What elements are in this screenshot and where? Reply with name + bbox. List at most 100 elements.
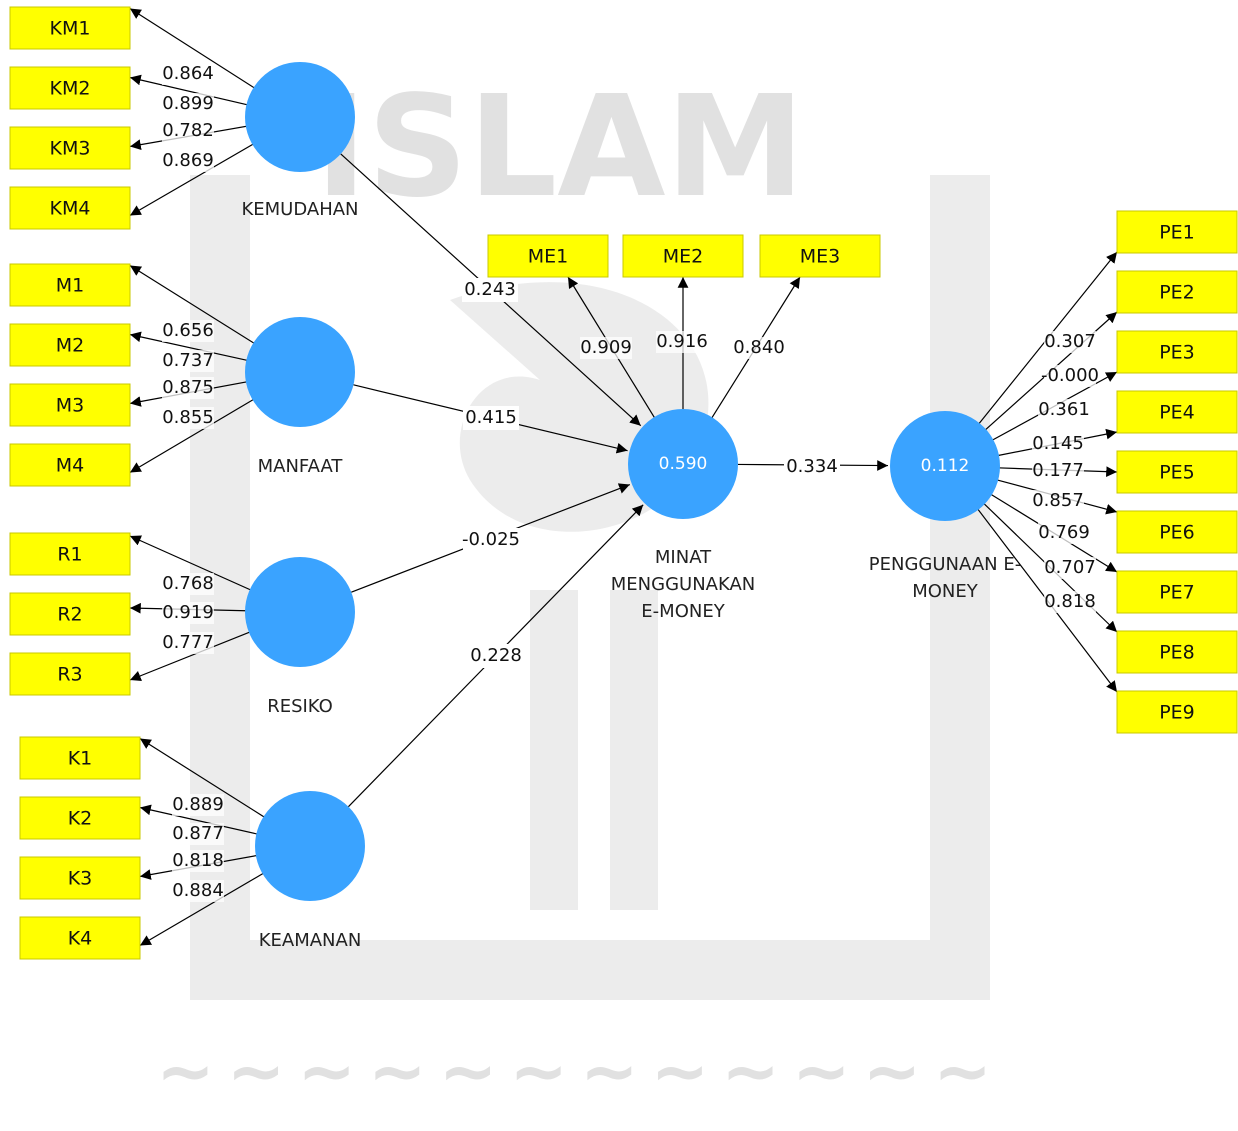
path-coefficient-manfaat-minat: 0.415 bbox=[465, 407, 517, 428]
indicator-box-km2[interactable] bbox=[9, 66, 131, 110]
svg-text:~~~~~~~~~~~~: ~~~~~~~~~~~~ bbox=[156, 1030, 1004, 1112]
loading-value-m1: 0.656 bbox=[162, 320, 214, 341]
loading-value-pe3: 0.361 bbox=[1038, 399, 1090, 420]
loading-value-pe9: 0.818 bbox=[1044, 591, 1096, 612]
indicator-box-km1[interactable] bbox=[9, 6, 131, 50]
svg-text:ISLAM: ISLAM bbox=[315, 66, 805, 229]
loading-label-bg bbox=[1032, 490, 1084, 512]
latent-minat-name: MENGGUNAKAN bbox=[611, 574, 755, 595]
indicator-box-km4[interactable] bbox=[9, 186, 131, 230]
coefficient-labels: 0.8640.8990.7820.8690.6560.7370.8750.855… bbox=[162, 63, 1099, 902]
indicator-box-r2[interactable] bbox=[9, 592, 131, 636]
latent-manfaat-name: MANFAAT bbox=[258, 456, 344, 477]
loading-value-k4: 0.884 bbox=[172, 880, 224, 901]
loading-arrow-m2 bbox=[129, 331, 253, 363]
latent-penggunaan-name: MONEY bbox=[912, 581, 979, 602]
indicator-label-r1: R1 bbox=[57, 544, 82, 566]
path-label-bg bbox=[462, 278, 518, 302]
loading-value-me2: 0.916 bbox=[656, 331, 708, 352]
latent-keamanan-circle[interactable] bbox=[255, 791, 365, 901]
path-coefficient-keamanan-minat: 0.228 bbox=[470, 645, 522, 666]
latent-penggunaan-r2: 0.112 bbox=[921, 456, 970, 476]
indicator-box-pe2[interactable] bbox=[1116, 270, 1238, 314]
loading-label-bg bbox=[162, 93, 214, 115]
latent-penggunaan-circle[interactable] bbox=[890, 411, 1000, 521]
indicator-box-km3[interactable] bbox=[9, 126, 131, 170]
loading-value-pe5: 0.177 bbox=[1032, 460, 1084, 481]
loading-label-bg bbox=[1044, 557, 1096, 579]
path-label-bg bbox=[463, 528, 519, 552]
loading-label-bg bbox=[580, 337, 632, 359]
loading-label-bg bbox=[1044, 365, 1096, 387]
indicator-box-k2[interactable] bbox=[19, 796, 141, 840]
indicator-label-km2: KM2 bbox=[50, 78, 91, 100]
loading-label-bg bbox=[733, 337, 785, 359]
latent-resiko-circle[interactable] bbox=[245, 557, 355, 667]
indicator-label-m1: M1 bbox=[56, 275, 84, 297]
indicator-label-pe3: PE3 bbox=[1159, 342, 1195, 364]
indicator-box-me1[interactable] bbox=[487, 234, 609, 278]
loading-arrow-k1 bbox=[139, 737, 269, 821]
indicator-box-pe3[interactable] bbox=[1116, 330, 1238, 374]
indicator-box-pe8[interactable] bbox=[1116, 630, 1238, 674]
latent-kemudahan-name: KEMUDAHAN bbox=[241, 199, 358, 220]
loading-label-bg bbox=[162, 602, 214, 624]
indicator-box-k1[interactable] bbox=[19, 736, 141, 780]
loading-label-bg bbox=[1044, 331, 1096, 353]
path-coefficient-resiko-minat: -0.025 bbox=[462, 529, 520, 550]
indicator-box-pe9[interactable] bbox=[1116, 690, 1238, 734]
indicator-label-me1: ME1 bbox=[528, 246, 569, 268]
loading-value-k3: 0.818 bbox=[172, 850, 224, 871]
indicator-box-pe1[interactable] bbox=[1116, 210, 1238, 254]
loading-label-bg bbox=[162, 632, 214, 654]
indicator-label-k4: K4 bbox=[68, 928, 93, 950]
latent-minat-circle[interactable] bbox=[628, 409, 738, 519]
loading-value-pe2: -0.000 bbox=[1041, 365, 1099, 386]
loading-value-me3: 0.840 bbox=[733, 337, 785, 358]
indicator-box-r1[interactable] bbox=[9, 532, 131, 576]
indicator-label-pe7: PE7 bbox=[1159, 582, 1195, 604]
indicator-label-m4: M4 bbox=[56, 455, 84, 477]
loading-arrow-m4 bbox=[129, 396, 259, 474]
indicator-box-me3[interactable] bbox=[759, 234, 881, 278]
indicator-label-km4: KM4 bbox=[50, 198, 91, 220]
indicator-box-pe4[interactable] bbox=[1116, 390, 1238, 434]
indicator-box-m3[interactable] bbox=[9, 383, 131, 427]
path-label-bg bbox=[468, 644, 524, 668]
latent-kemudahan-circle[interactable] bbox=[245, 62, 355, 172]
indicator-label-km3: KM3 bbox=[50, 138, 91, 160]
loading-label-bg bbox=[162, 407, 214, 429]
indicator-label-k2: K2 bbox=[68, 808, 93, 830]
indicator-box-m4[interactable] bbox=[9, 443, 131, 487]
loading-value-k2: 0.877 bbox=[172, 823, 224, 844]
indicator-box-pe7[interactable] bbox=[1116, 570, 1238, 614]
indicator-box-me2[interactable] bbox=[622, 234, 744, 278]
indicator-box-k3[interactable] bbox=[19, 856, 141, 900]
indicator-box-m1[interactable] bbox=[9, 263, 131, 307]
indicator-label-r2: R2 bbox=[57, 604, 82, 626]
indicator-box-pe6[interactable] bbox=[1116, 510, 1238, 554]
loading-value-pe6: 0.857 bbox=[1032, 490, 1084, 511]
latent-manfaat-circle[interactable] bbox=[245, 317, 355, 427]
loading-value-km2: 0.899 bbox=[162, 93, 214, 114]
path-coefficient-minat-penggunaan: 0.334 bbox=[786, 456, 838, 477]
loading-value-me1: 0.909 bbox=[580, 337, 632, 358]
path-label-bg bbox=[784, 455, 840, 479]
loading-value-r1: 0.768 bbox=[162, 573, 214, 594]
loading-label-bg bbox=[162, 573, 214, 595]
indicator-label-pe2: PE2 bbox=[1159, 282, 1195, 304]
path-label-bg bbox=[463, 406, 519, 430]
loading-arrow-km2 bbox=[129, 74, 253, 107]
indicator-box-k4[interactable] bbox=[19, 916, 141, 960]
indicator-label-pe6: PE6 bbox=[1159, 522, 1195, 544]
indicator-box-r3[interactable] bbox=[9, 652, 131, 696]
loading-arrow-k2 bbox=[139, 804, 263, 836]
loading-value-pe7: 0.769 bbox=[1038, 522, 1090, 543]
indicator-box-pe5[interactable] bbox=[1116, 450, 1238, 494]
loading-value-m3: 0.875 bbox=[162, 377, 214, 398]
indicator-box-m2[interactable] bbox=[9, 323, 131, 367]
indicator-label-me2: ME2 bbox=[663, 246, 704, 268]
indicator-label-pe5: PE5 bbox=[1159, 462, 1195, 484]
loading-value-r2: 0.919 bbox=[162, 602, 214, 623]
